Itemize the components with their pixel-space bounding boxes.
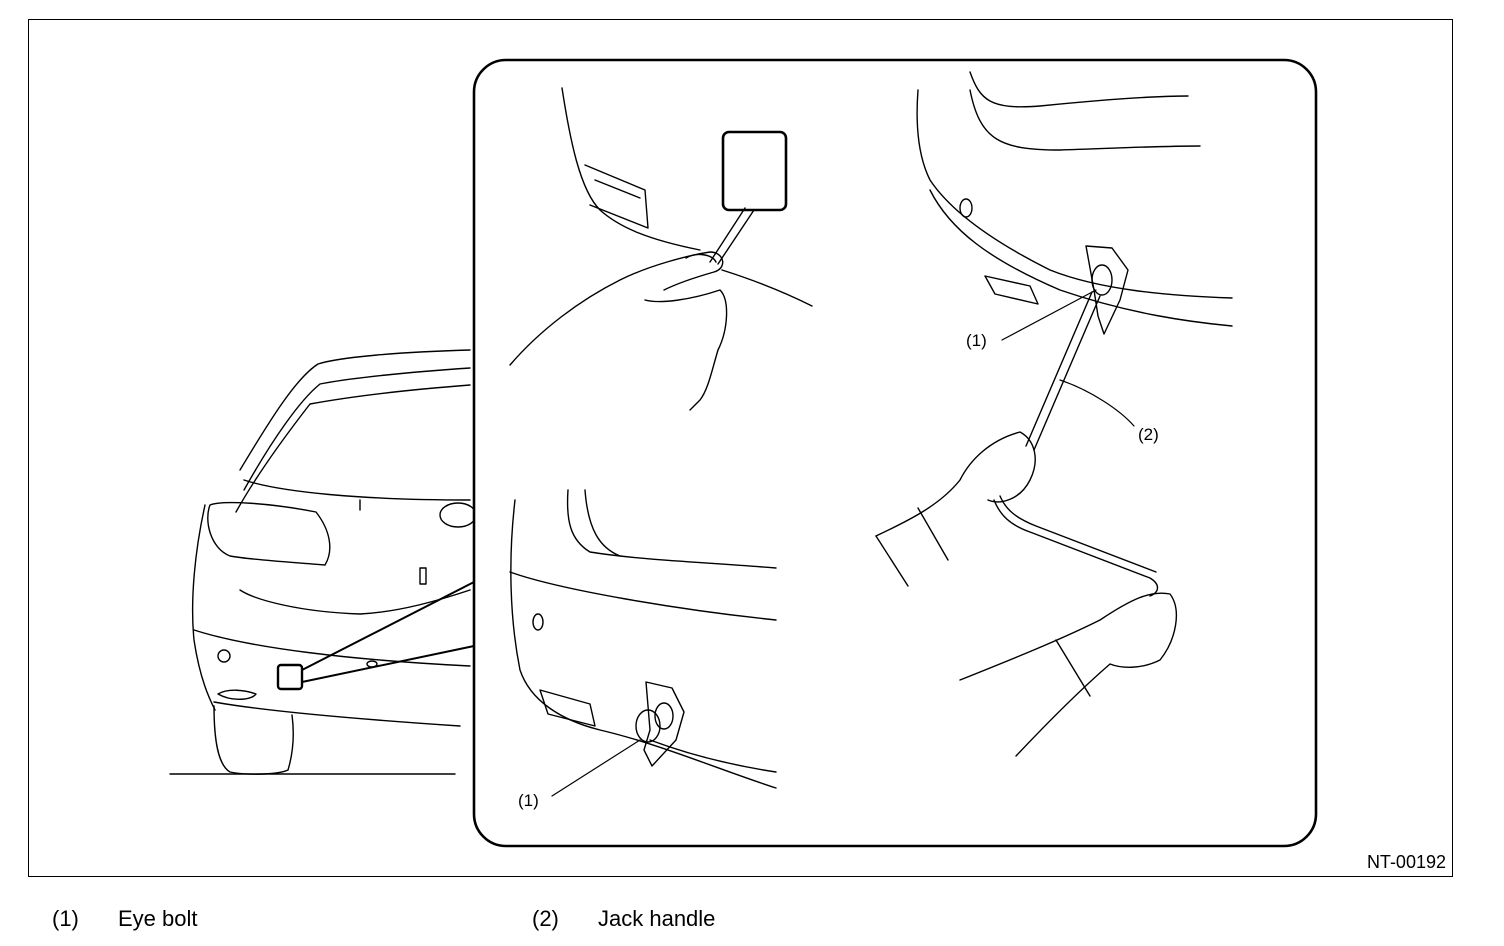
callout-2: (2) [1138,425,1159,444]
location-marker [276,663,304,691]
panel-remove-cover [509,87,813,411]
legend-label: Jack handle [598,906,716,931]
detail-inset-frame [472,58,1318,848]
legend-item-eye-bolt: (1) Eye bolt [52,906,198,932]
figure-id: NT-00192 [1366,852,1446,872]
vehicle-rear-drawing [169,349,477,775]
legend-label: Eye bolt [118,906,198,931]
legend-number: (2) [532,906,559,931]
figure-frame [28,19,1453,877]
callout-1-upper: (1) [966,331,987,350]
panel-tighten-with-jack-handle: (1) (2) [875,71,1233,757]
panel-install-eye-bolt: (1) [509,489,777,810]
callout-1-lower: (1) [518,791,539,810]
legend-number: (1) [52,906,79,931]
legend-item-jack-handle: (2) Jack handle [532,906,715,932]
